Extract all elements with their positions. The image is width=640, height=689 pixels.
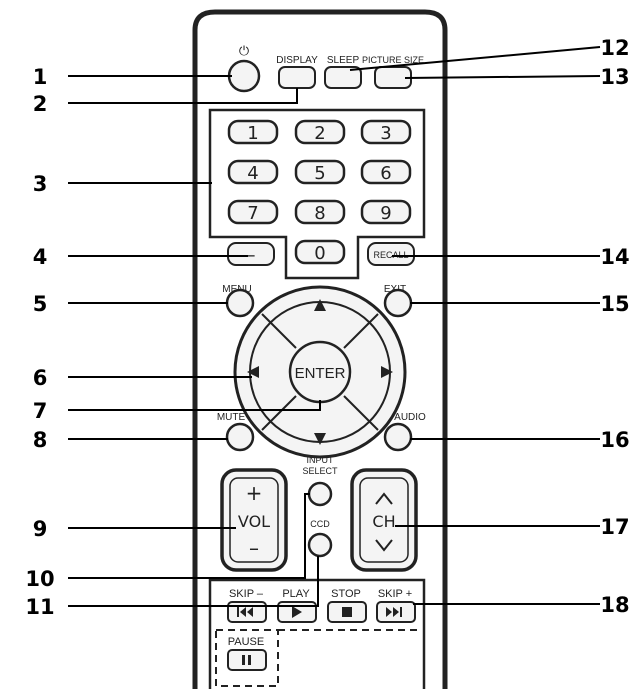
digit-button-7[interactable]: [227, 199, 279, 225]
callout-16: 16: [600, 428, 629, 452]
display-label: DISPLAY: [276, 55, 318, 66]
play-icon: [292, 606, 302, 618]
mute-button[interactable]: [225, 422, 255, 452]
enter-label: ENTER: [295, 365, 346, 382]
volume-rocker[interactable]: [220, 468, 288, 572]
ch-up-icon: [375, 492, 393, 505]
mute-label: MUTE: [217, 412, 246, 423]
callout-17: 17: [600, 515, 629, 539]
digit-button-9[interactable]: [360, 199, 412, 225]
callout-3: 3: [33, 172, 48, 196]
digit-label-8: 8: [314, 203, 325, 224]
stop-icon: [342, 607, 352, 617]
input-select-label-line2: SELECT: [302, 466, 338, 476]
dashed-pause-area: [215, 629, 279, 687]
exit-button[interactable]: [383, 288, 413, 318]
skip-forward-icon: [386, 607, 402, 617]
power-button[interactable]: [227, 59, 261, 93]
pause-label: PAUSE: [228, 636, 264, 648]
pause-icon: [242, 655, 251, 665]
input-select-button[interactable]: [307, 481, 333, 507]
callout-7: 7: [33, 399, 48, 423]
callout-8: 8: [33, 428, 48, 452]
dash-button[interactable]: [227, 242, 275, 266]
digit-label-6: 6: [380, 163, 391, 184]
menu-button[interactable]: [225, 288, 255, 318]
vol-minus-label: –: [249, 536, 259, 560]
callout-11: 11: [25, 595, 54, 619]
sleep-button[interactable]: [324, 66, 362, 89]
digit-label-5: 5: [314, 163, 325, 184]
arrow-up-icon[interactable]: [314, 299, 326, 311]
callout-1: 1: [33, 65, 48, 89]
arrow-down-icon[interactable]: [314, 433, 326, 445]
digit-button-6[interactable]: [360, 159, 412, 185]
callout-18: 18: [600, 593, 629, 617]
audio-label: AUDIO: [394, 412, 426, 423]
callout-6: 6: [33, 366, 48, 390]
skip-back-icon: [237, 607, 253, 617]
dash-label: –: [247, 245, 256, 266]
digit-button-3[interactable]: [360, 119, 412, 145]
digit-button-0[interactable]: [294, 239, 346, 265]
digit-label-2: 2: [314, 123, 325, 144]
digit-button-5[interactable]: [294, 159, 346, 185]
callout-9: 9: [33, 517, 48, 541]
callout-5: 5: [33, 292, 48, 316]
callout-12: 12: [600, 36, 629, 60]
digit-label-9: 9: [380, 203, 391, 224]
vol-label: VOL: [238, 512, 270, 531]
recall-label: RECALL: [373, 250, 408, 260]
digit-label-7: 7: [247, 203, 258, 224]
ch-label: CH: [372, 512, 395, 531]
callout-2: 2: [33, 92, 48, 116]
numpad-digits: 1 2 3 4 5 6 7 8 9 0: [227, 119, 412, 265]
power-icon: ⏻: [239, 43, 249, 58]
vol-plus-label: +: [246, 481, 263, 505]
ccd-label: CCD: [310, 519, 330, 529]
callout-14: 14: [600, 245, 629, 269]
digit-label-1: 1: [247, 123, 258, 144]
input-select-label-line1: INPUT: [307, 455, 335, 465]
play-label: PLAY: [282, 588, 310, 600]
stop-label: STOP: [331, 588, 361, 600]
numpad-frame: [208, 108, 426, 280]
picture-size-label: PICTURE SIZE: [362, 55, 424, 65]
ch-down-icon: [375, 539, 393, 552]
sleep-label: SLEEP: [327, 55, 360, 66]
display-button[interactable]: [278, 66, 316, 89]
skip-minus-label: SKIP –: [229, 588, 264, 600]
digit-button-4[interactable]: [227, 159, 279, 185]
callout-10: 10: [25, 567, 54, 591]
callout-4: 4: [33, 245, 48, 269]
audio-button[interactable]: [383, 422, 413, 452]
pause-button[interactable]: [227, 649, 267, 671]
recall-button[interactable]: [367, 242, 415, 266]
digit-button-1[interactable]: [227, 119, 279, 145]
digit-button-2[interactable]: [294, 119, 346, 145]
digit-label-0: 0: [314, 243, 325, 264]
arrow-right-icon[interactable]: [381, 366, 393, 378]
digit-label-4: 4: [247, 163, 258, 184]
callout-15: 15: [600, 292, 629, 316]
channel-rocker[interactable]: [350, 468, 418, 572]
callout-13: 13: [600, 65, 629, 89]
ccd-button[interactable]: [307, 532, 333, 558]
digit-button-8[interactable]: [294, 199, 346, 225]
arrow-left-icon[interactable]: [247, 366, 259, 378]
skip-plus-label: SKIP +: [378, 588, 412, 600]
digit-label-3: 3: [380, 123, 391, 144]
leader-lines: [68, 46, 601, 607]
